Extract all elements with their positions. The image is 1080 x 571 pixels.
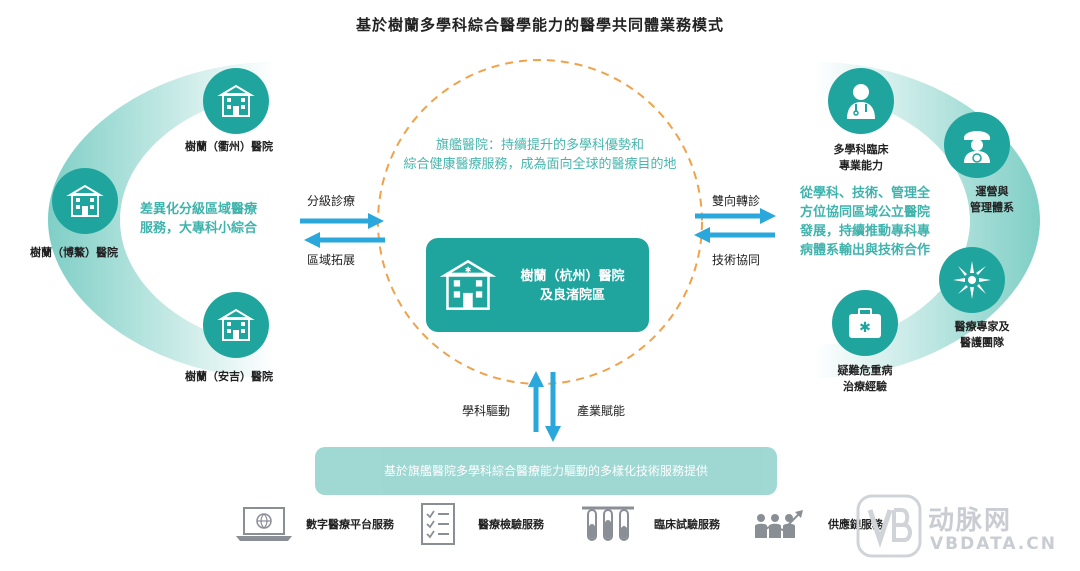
svg-text:✱: ✱ — [465, 265, 472, 274]
flagship-hospital-name: 樹蘭（杭州）醫院 及良渚院區 — [510, 267, 635, 305]
diagram-title: 基於樹蘭多學科綜合醫學能力的醫學共同體業務模式 — [355, 16, 724, 34]
watermark-url: VBDATA.CN — [930, 534, 1057, 554]
service-label-clinical-trial: 臨床試驗服務 — [654, 518, 720, 531]
service-label-lab: 醫療檢驗服務 — [478, 518, 544, 531]
svg-text:✱: ✱ — [859, 320, 871, 336]
service-label-supply-chain: 供應鏈服務 — [828, 518, 883, 531]
left-crescent — [48, 62, 275, 378]
hospital-icon — [203, 292, 269, 358]
captain-icon — [944, 112, 1010, 178]
right-arrows — [694, 208, 776, 243]
flagship-hospital-line1: 樹蘭（杭州）醫院 — [520, 269, 625, 284]
people-growth-icon — [753, 504, 805, 548]
left-description: 差異化分級區域醫療 服務，大專科小綜合 — [140, 200, 257, 238]
arrow-label-tech-collab: 技術協同 — [712, 253, 761, 267]
vbdata-logo-icon — [856, 494, 922, 562]
critical-care-label: 疑難危重病 治療經驗 — [837, 364, 893, 393]
left-arrows — [300, 213, 385, 248]
right-description-line: 發展，持續推動專科專 — [800, 224, 931, 239]
laptop-globe-icon — [234, 506, 294, 546]
services-banner-text: 基於旗艦醫院多學科綜合醫療能力驅動的多樣化技術服務提供 — [383, 464, 708, 478]
experts-label: 醫療專家及 醫護團隊 — [954, 320, 1010, 349]
hospital-icon — [203, 68, 269, 134]
team-hands-icon — [939, 247, 1005, 313]
arrow-label-two-way-referral: 雙向轉診 — [712, 194, 761, 208]
left-description-line2: 服務，大專科小綜合 — [140, 221, 258, 236]
left-description-line1: 差異化分級區域醫療 — [140, 202, 258, 217]
flagship-dashed-circle — [377, 59, 703, 385]
service-label-digital: 數字醫療平台服務 — [306, 518, 394, 531]
operations-label: 運營與 管理體系 — [970, 185, 1014, 214]
right-description-line: 病體系輸出與技術合作 — [800, 243, 931, 258]
flagship-description: 旗艦醫院：持續提升的多學科優勢和 綜合健康醫療服務，成為面向全球的醫療目的地 — [378, 136, 702, 174]
flagship-description-line1: 旗艦醫院：持續提升的多學科優勢和 — [435, 138, 644, 153]
arrow-label-tiered-care: 分級診療 — [307, 194, 356, 208]
right-description-line: 從學科、技術、管理全 — [800, 186, 931, 201]
flagship-description-line2: 綜合健康醫療服務，成為面向全球的醫療目的地 — [403, 157, 677, 172]
checklist-icon — [418, 502, 458, 550]
arrow-label-regional-expansion: 區域拓展 — [307, 253, 356, 267]
arrow-label-industry-enablement: 產業賦能 — [577, 404, 626, 418]
hospital-icon: ✱ — [438, 258, 498, 316]
hospital-label-boao: 樹蘭（博鰲）醫院 — [30, 246, 118, 259]
medical-kit-icon: ✱ — [832, 290, 898, 356]
flagship-hospital-line2: 及良渚院區 — [539, 288, 605, 303]
test-tubes-icon — [580, 504, 636, 550]
hospital-label-quzhou: 樹蘭（衢州）醫院 — [185, 140, 273, 153]
hospital-icon — [52, 168, 118, 234]
flagship-hospital-box: ✱ 樹蘭（杭州）醫院 及良渚院區 — [426, 238, 649, 332]
vertical-arrows — [528, 371, 561, 442]
services-banner: 基於旗艦醫院多學科綜合醫療能力驅動的多樣化技術服務提供 — [315, 447, 777, 495]
watermark-brand: 动脉网 — [928, 506, 1013, 536]
capability-label: 多學科臨床 專業能力 — [833, 143, 889, 172]
right-description-line: 方位協同區域公立醫院 — [800, 205, 931, 220]
right-description: 從學科、技術、管理全 方位協同區域公立醫院 發展，持續推動專科專 病體系輸出與技… — [800, 184, 930, 260]
arrow-label-discipline-driven: 學科驅動 — [462, 404, 511, 418]
doctor-icon — [828, 68, 894, 134]
hospital-label-anji: 樹蘭（安吉）醫院 — [185, 370, 273, 383]
